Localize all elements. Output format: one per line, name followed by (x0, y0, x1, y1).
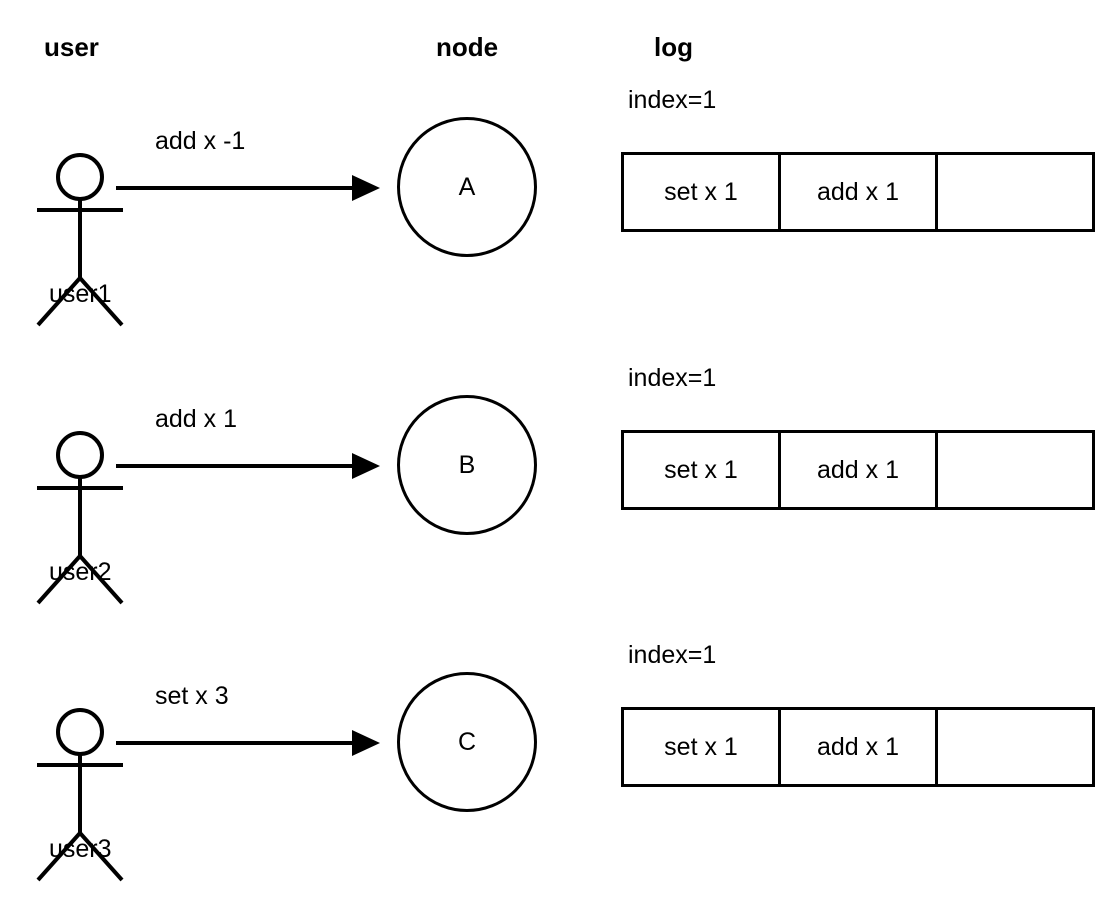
node-label: B (458, 450, 476, 479)
log-cell[interactable]: set x 1 (624, 433, 781, 507)
log-cell[interactable]: add x 1 (781, 155, 938, 229)
log-cell-empty[interactable] (938, 433, 1092, 507)
diagram-row: user2 add x 1 B index=1 set x 1 add x 1 (0, 326, 1118, 606)
actor-label: user3 (49, 835, 112, 863)
log-table: set x 1 add x 1 (621, 707, 1095, 787)
log-cell[interactable]: set x 1 (624, 155, 781, 229)
node-circle[interactable]: A (397, 117, 537, 257)
arrow-right-icon (116, 453, 380, 479)
node-label: C (457, 727, 477, 756)
log-cell-empty[interactable] (938, 155, 1092, 229)
log-index-label: index=1 (628, 86, 717, 114)
column-header-log: log (654, 32, 693, 62)
node-circle[interactable]: C (397, 672, 537, 812)
log-group: index=1 set x 1 add x 1 (621, 326, 1098, 516)
log-cell-empty[interactable] (938, 710, 1092, 784)
message-label: add x -1 (155, 127, 246, 155)
log-table: set x 1 add x 1 (621, 152, 1095, 232)
log-group: index=1 set x 1 add x 1 (621, 48, 1098, 238)
message-label: add x 1 (155, 405, 238, 433)
log-index-label: index=1 (628, 641, 717, 669)
stick-figure-icon (36, 708, 124, 882)
node-label: A (458, 172, 476, 201)
diagram-row: user1 add x -1 A index=1 set x 1 add x 1 (0, 48, 1118, 328)
actor-user1[interactable]: user1 (20, 98, 200, 328)
log-cell[interactable]: set x 1 (624, 710, 781, 784)
arrow-right-icon (116, 730, 380, 756)
arrow-right-icon (116, 175, 380, 201)
log-cell[interactable]: add x 1 (781, 710, 938, 784)
actor-label: user1 (49, 280, 112, 308)
log-table: set x 1 add x 1 (621, 430, 1095, 510)
log-cell[interactable]: add x 1 (781, 433, 938, 507)
node-circle[interactable]: B (397, 395, 537, 535)
column-header-user: user (44, 32, 99, 62)
diagram-row: user3 set x 3 C index=1 set x 1 add x 1 (0, 603, 1118, 883)
stick-figure-icon (36, 153, 124, 327)
message-label: set x 3 (155, 682, 229, 710)
log-index-label: index=1 (628, 364, 717, 392)
actor-user3[interactable]: user3 (20, 653, 200, 883)
actor-label: user2 (49, 558, 112, 586)
stick-figure-icon (36, 431, 124, 605)
log-group: index=1 set x 1 add x 1 (621, 603, 1098, 793)
column-header-node: node (436, 32, 499, 62)
actor-user2[interactable]: user2 (20, 376, 200, 606)
